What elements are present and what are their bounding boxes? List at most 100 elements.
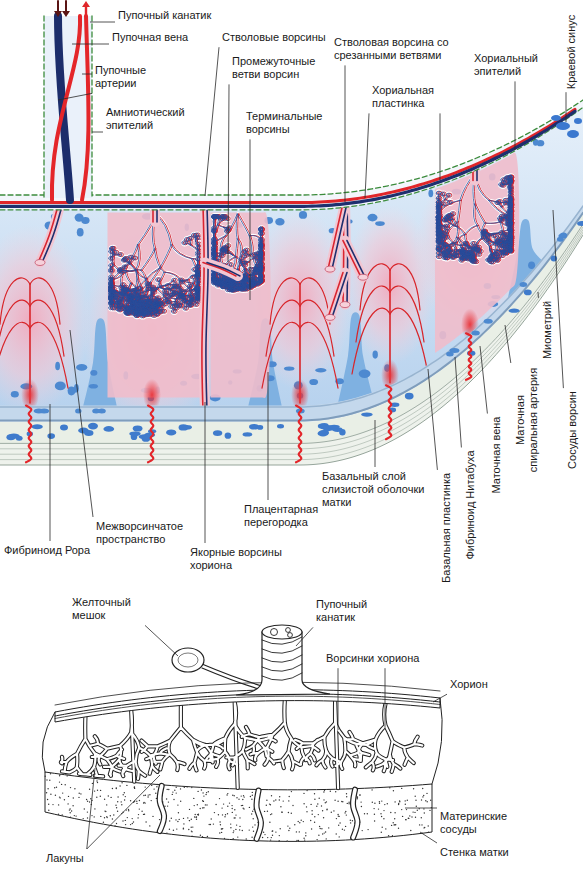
stipple-dot xyxy=(239,829,240,830)
stipple-dot xyxy=(383,810,384,811)
stipple-dot xyxy=(381,800,382,801)
stipple-dot xyxy=(201,789,202,790)
stipple-dot xyxy=(419,824,420,825)
stipple-dot xyxy=(232,795,233,796)
uterine-vein xyxy=(328,425,339,429)
stipple-dot xyxy=(68,796,69,797)
stipple-dot xyxy=(219,821,220,822)
stipple-dot xyxy=(100,816,101,817)
stipple-dot xyxy=(59,774,60,775)
stipple-dot xyxy=(139,800,140,801)
stipple-dot xyxy=(198,814,199,815)
stipple-dot xyxy=(128,810,129,811)
stipple-dot xyxy=(178,812,179,813)
stipple-dot xyxy=(125,824,126,825)
stipple-dot xyxy=(96,780,97,781)
stipple-dot xyxy=(105,811,106,812)
stipple-dot xyxy=(263,832,264,833)
stipple-dot xyxy=(243,795,244,796)
stipple-dot xyxy=(104,817,105,818)
stipple-dot xyxy=(97,782,98,783)
stipple-dot xyxy=(252,792,253,793)
stipple-dot xyxy=(239,826,240,827)
part-label: Пупочные артерии xyxy=(95,64,157,90)
stipple-dot xyxy=(337,801,338,802)
stipple-dot xyxy=(262,837,263,838)
leader-line xyxy=(538,292,539,298)
uterine-vein xyxy=(142,435,151,442)
stipple-dot xyxy=(107,817,108,818)
stipple-dot xyxy=(227,806,228,807)
cord-vessel-section xyxy=(286,628,291,633)
stipple-dot xyxy=(191,827,192,828)
stipple-dot xyxy=(382,827,383,828)
stipple-dot xyxy=(153,788,154,789)
marginal-sinus xyxy=(567,130,579,138)
part-label: Миометрий xyxy=(541,301,554,359)
stipple-dot xyxy=(317,803,318,804)
stipple-dot xyxy=(272,835,273,836)
part-label: Базальная пластинка xyxy=(440,473,453,583)
basal-decidua xyxy=(0,213,583,443)
stipple-dot xyxy=(87,801,88,802)
villus-section xyxy=(428,189,433,197)
stipple-dot xyxy=(171,818,172,819)
stipple-dot xyxy=(357,797,358,798)
stipple-dot xyxy=(151,800,152,801)
uterine-vein xyxy=(84,430,93,436)
stipple-dot xyxy=(191,830,192,831)
stipple-dot xyxy=(232,808,233,809)
stipple-dot xyxy=(79,793,80,794)
stipple-dot xyxy=(145,795,146,796)
stipple-dot xyxy=(367,813,368,814)
stipple-dot xyxy=(234,795,235,796)
stipple-dot xyxy=(179,819,180,820)
stipple-dot xyxy=(279,796,280,797)
part-label: Базальный слой слизистой оболочки матки xyxy=(322,470,430,510)
cord-top xyxy=(262,625,302,639)
rohr-fibrinoid xyxy=(0,206,583,407)
arrow-head xyxy=(54,11,62,17)
stipple-dot xyxy=(423,795,424,796)
stipple-dot xyxy=(241,795,242,796)
stipple-dot xyxy=(230,827,231,828)
stipple-dot xyxy=(350,820,351,821)
villus-section xyxy=(309,379,318,385)
stipple-dot xyxy=(357,798,358,799)
maternal-vessel-lumen xyxy=(353,790,357,838)
stipple-dot xyxy=(238,799,239,800)
stipple-dot xyxy=(266,800,267,801)
stipple-dot xyxy=(143,795,144,796)
leader-line xyxy=(428,369,437,470)
stipple-dot xyxy=(47,799,48,800)
stipple-dot xyxy=(279,835,280,836)
stipple-dot xyxy=(372,802,373,803)
stipple-dot xyxy=(415,817,416,818)
maternal-vessel xyxy=(256,790,260,838)
stipple-dot xyxy=(149,794,150,795)
stipple-dot xyxy=(121,801,122,802)
villous-tree-area xyxy=(108,212,208,398)
stipple-dot xyxy=(401,809,402,810)
uterine-vein xyxy=(225,433,232,439)
stipple-dot xyxy=(195,817,196,818)
stipple-dot xyxy=(52,804,53,805)
stipple-dot xyxy=(62,792,63,793)
stipple-dot xyxy=(74,788,75,789)
arrow-head xyxy=(82,1,90,7)
stipple-dot xyxy=(374,803,375,804)
stipple-dot xyxy=(219,798,220,799)
stipple-dot xyxy=(338,816,339,817)
stipple-dot xyxy=(194,805,195,806)
stipple-dot xyxy=(159,819,160,820)
stipple-dot xyxy=(183,823,184,824)
villus-section xyxy=(359,370,371,378)
stipple-dot xyxy=(177,821,178,822)
leader-line xyxy=(87,775,160,849)
leader-line xyxy=(58,93,92,100)
stipple-dot xyxy=(251,813,252,814)
stipple-dot xyxy=(333,810,334,811)
stipple-dot xyxy=(374,814,375,815)
stipple-dot xyxy=(387,803,388,804)
stipple-dot xyxy=(176,787,177,788)
